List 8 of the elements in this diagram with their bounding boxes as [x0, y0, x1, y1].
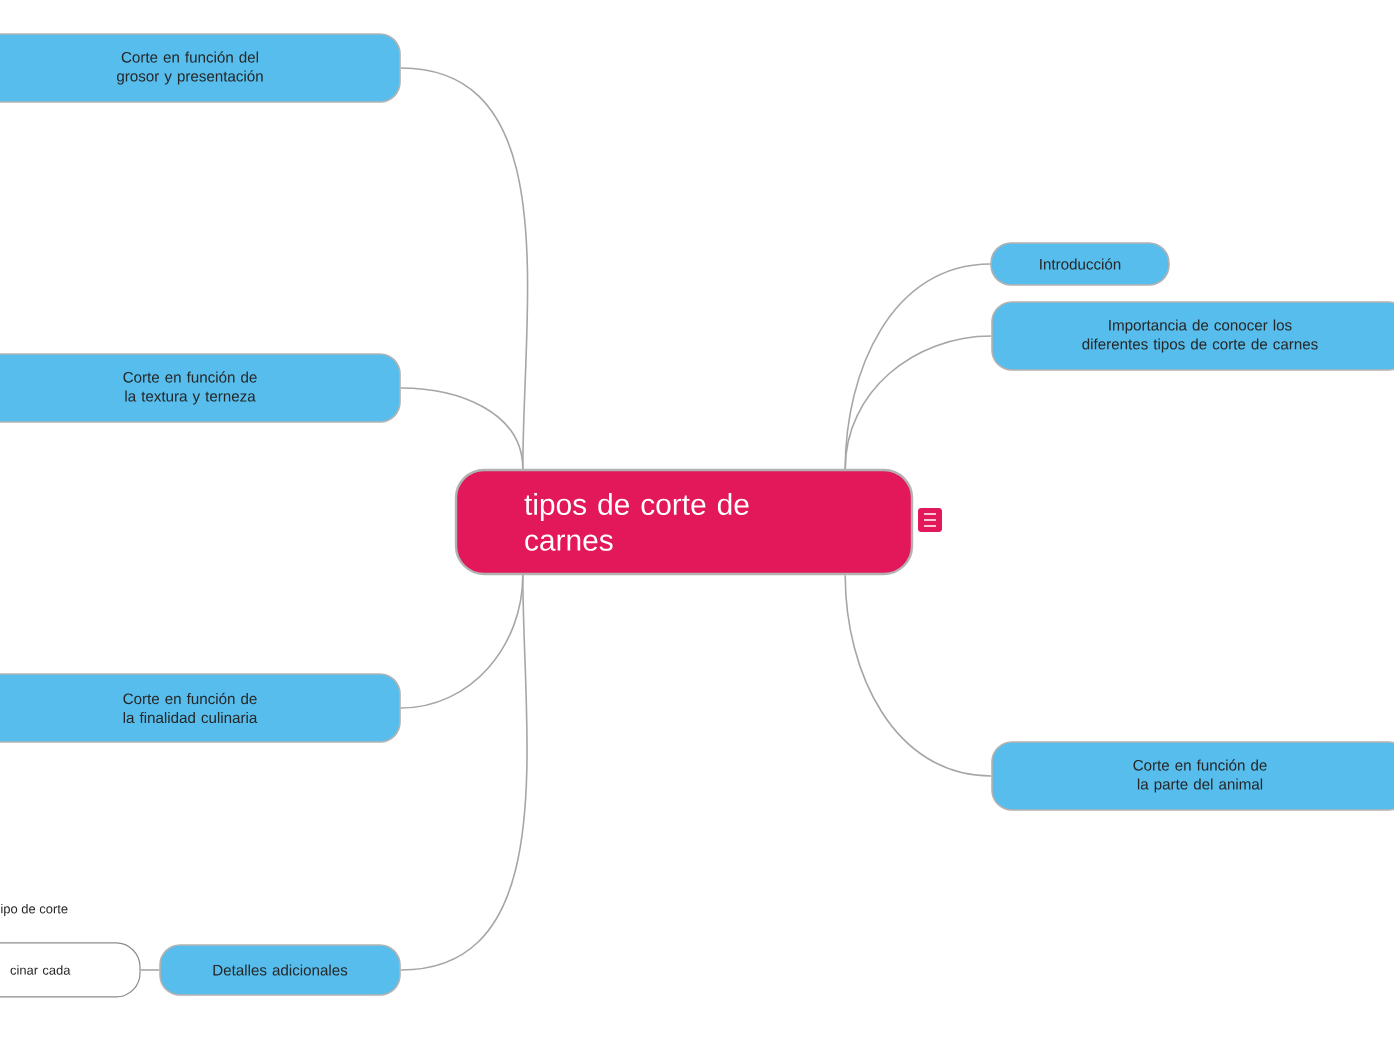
- connector: [844, 574, 992, 777]
- connector: [400, 387, 524, 470]
- connector: [400, 67, 529, 470]
- connector: [844, 263, 991, 470]
- connector: [400, 574, 528, 971]
- connector: [844, 335, 992, 470]
- central-topic-box: tipos de corte de carnes: [454, 468, 914, 576]
- connector: [139, 969, 160, 971]
